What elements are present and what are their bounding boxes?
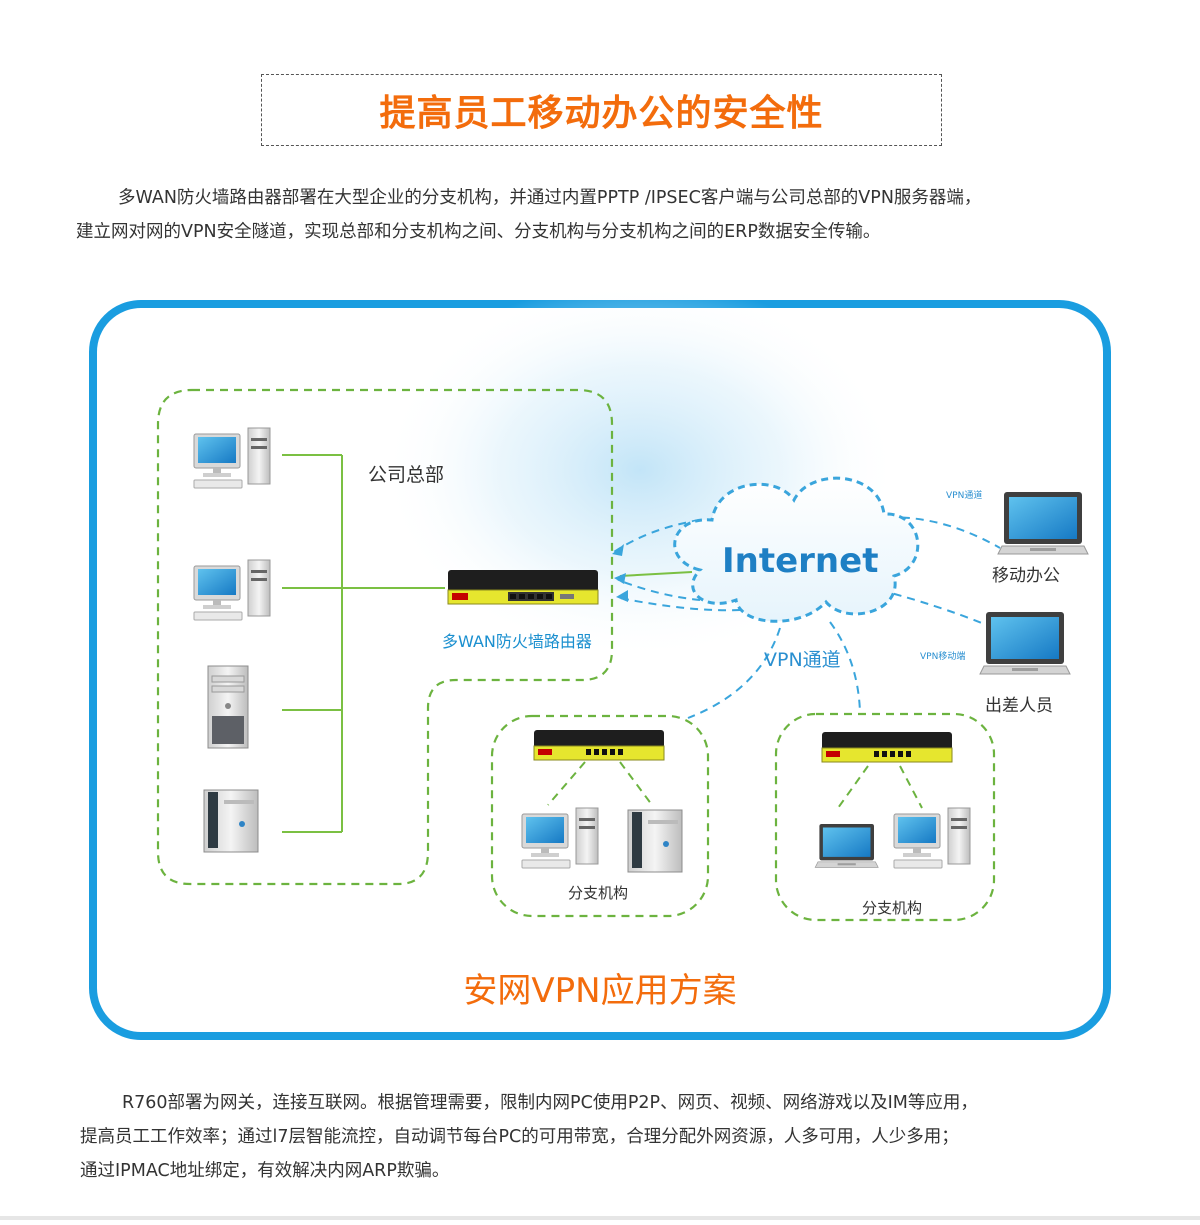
router-label: 多WAN防火墙路由器 [442, 632, 592, 651]
vpn-mobile-small-label: VPN移动端 [920, 650, 965, 662]
branch-1-server [627, 809, 683, 873]
branch-1-router-icon [533, 729, 665, 761]
headquarters-label: 公司总部 [368, 464, 444, 486]
hq-tower-pc [207, 665, 249, 749]
footer-line-3: 通过IPMAC地址绑定，有效解决内网ARP欺骗。 [80, 1161, 450, 1181]
vpn-tunnel-small-label: VPN通道 [946, 489, 982, 501]
vpn-tunnel-label: VPN通道 [764, 649, 841, 671]
hq-server [203, 789, 259, 853]
title-box: 提高员工移动办公的安全性 [261, 74, 942, 146]
tunnel-arrowheads [612, 544, 628, 602]
headquarters-area [156, 388, 614, 886]
mobile-office-label: 移动办公 [992, 566, 1060, 586]
intro-line-2: 建立网对网的VPN安全隧道，实现总部和分支机构之间、分支机构与分支机构之间的ER… [76, 222, 881, 242]
footer-line-1: R760部署为网关，连接互联网。根据管理需要，限制内网PC使用P2P、网页、视频… [122, 1093, 978, 1113]
page-title: 提高员工移动办公的安全性 [379, 93, 824, 134]
branch-1-links [547, 761, 653, 806]
bottom-divider [0, 1216, 1200, 1220]
hq-links [282, 454, 693, 833]
hq-router-icon [447, 569, 599, 605]
branch-1-label: 分支机构 [568, 884, 628, 902]
intro-line-1: 多WAN防火墙路由器部署在大型企业的分支机构，并通过内置PPTP /IPSEC客… [118, 188, 982, 208]
business-travel-label: 出差人员 [985, 696, 1053, 716]
internet-cloud [673, 476, 920, 623]
footer-paragraph: R760部署为网关，连接互联网。根据管理需要，限制内网PC使用P2P、网页、视频… [80, 1086, 1160, 1188]
intro-paragraph: 多WAN防火墙路由器部署在大型企业的分支机构，并通过内置PPTP /IPSEC客… [76, 181, 1156, 249]
branch-1-area [490, 714, 710, 918]
internet-label: Internet [722, 541, 878, 581]
branch-2-router-icon [821, 731, 953, 763]
branch-2-links [837, 765, 923, 809]
branch-2-label: 分支机构 [862, 899, 922, 917]
solution-caption: 安网VPN应用方案 [463, 971, 736, 1011]
footer-line-2: 提高员工工作效率；通过l7层智能流控，自动调节每台PC的可用带宽，合理分配外网资… [80, 1127, 959, 1147]
